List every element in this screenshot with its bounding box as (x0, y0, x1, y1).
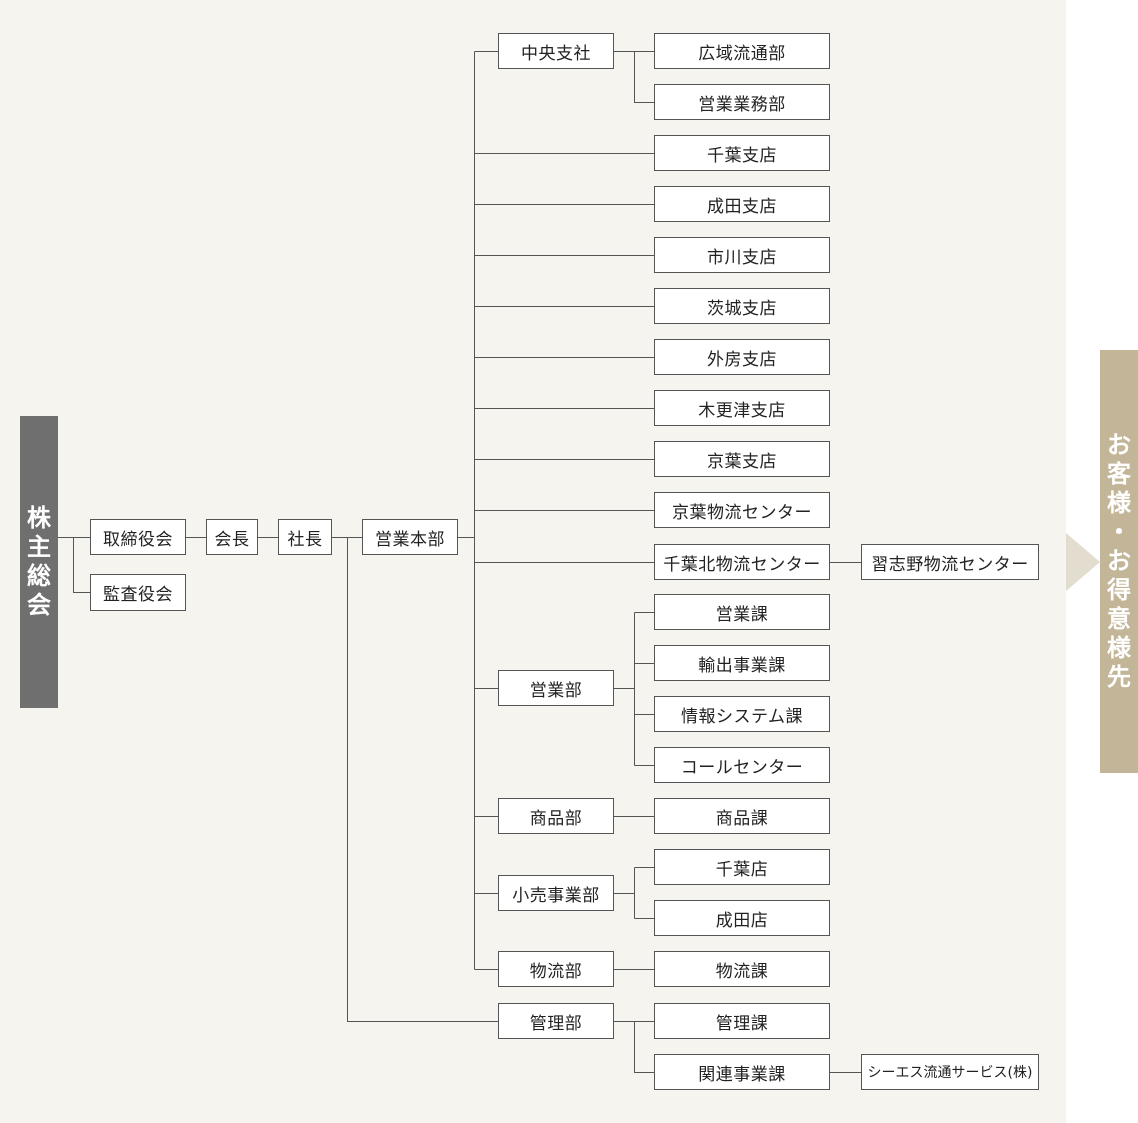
banner-char: 会 (27, 591, 51, 619)
node-sales-headquarters: 営業本部 (362, 519, 458, 555)
node-sales-dept: 営業部 (498, 670, 614, 706)
node-sales-operations-dept: 営業業務部 (654, 84, 830, 120)
node-chiba-store: 千葉店 (654, 849, 830, 885)
arrow-right-icon (1066, 533, 1100, 591)
banner-char: 株 (27, 504, 51, 532)
node-chiba-north-logistics-center: 千葉北物流センター (654, 544, 830, 580)
node-narita-branch: 成田支店 (654, 186, 830, 222)
shareholders-meeting-banner: 株 主 総 会 (20, 416, 58, 708)
node-sotobo-branch: 外房支店 (654, 339, 830, 375)
node-logistics-section: 物流課 (654, 951, 830, 987)
node-retail-business-dept: 小売事業部 (498, 875, 614, 911)
node-narashino-logistics-center: 習志野物流センター (861, 544, 1039, 580)
node-related-business-section: 関連事業課 (654, 1054, 830, 1090)
banner-char: 様 (1107, 489, 1131, 517)
node-central-branch-office: 中央支社 (498, 33, 614, 69)
node-chairman: 会長 (206, 519, 258, 555)
customers-banner: お 客 様 ・ お 得 意 様 先 (1100, 350, 1138, 773)
node-chiba-branch: 千葉支店 (654, 135, 830, 171)
banner-char: 得 (1107, 576, 1131, 604)
node-wide-area-distribution-dept: 広域流通部 (654, 33, 830, 69)
node-management-section: 管理課 (654, 1003, 830, 1039)
node-ichikawa-branch: 市川支店 (654, 237, 830, 273)
node-keiyo-branch: 京葉支店 (654, 441, 830, 477)
node-keiyo-logistics-center: 京葉物流センター (654, 492, 830, 528)
node-board-of-directors: 取締役会 (90, 519, 186, 555)
node-president: 社長 (278, 519, 332, 555)
banner-char: 様 (1107, 634, 1131, 662)
banner-char: 先 (1107, 663, 1131, 691)
node-ibaraki-branch: 茨城支店 (654, 288, 830, 324)
node-information-systems-section: 情報システム課 (654, 696, 830, 732)
node-sales-section: 営業課 (654, 594, 830, 630)
node-management-dept: 管理部 (498, 1003, 614, 1039)
node-audit-board: 監査役会 (90, 574, 186, 611)
banner-char: お (1107, 547, 1131, 575)
node-kisarazu-branch: 木更津支店 (654, 390, 830, 426)
node-product-section: 商品課 (654, 798, 830, 834)
banner-char: お (1107, 431, 1131, 459)
node-logistics-dept: 物流部 (498, 951, 614, 987)
banner-char: 主 (27, 533, 51, 561)
banner-char: 客 (1107, 460, 1131, 488)
banner-char: 総 (27, 562, 51, 590)
node-cs-distribution-service-company: シーエス流通サービス(株) (861, 1054, 1039, 1090)
node-narita-store: 成田店 (654, 900, 830, 936)
node-product-dept: 商品部 (498, 798, 614, 834)
node-call-center: コールセンター (654, 747, 830, 783)
node-export-business-section: 輸出事業課 (654, 645, 830, 681)
banner-char: 意 (1107, 605, 1131, 633)
banner-char: ・ (1107, 518, 1131, 546)
